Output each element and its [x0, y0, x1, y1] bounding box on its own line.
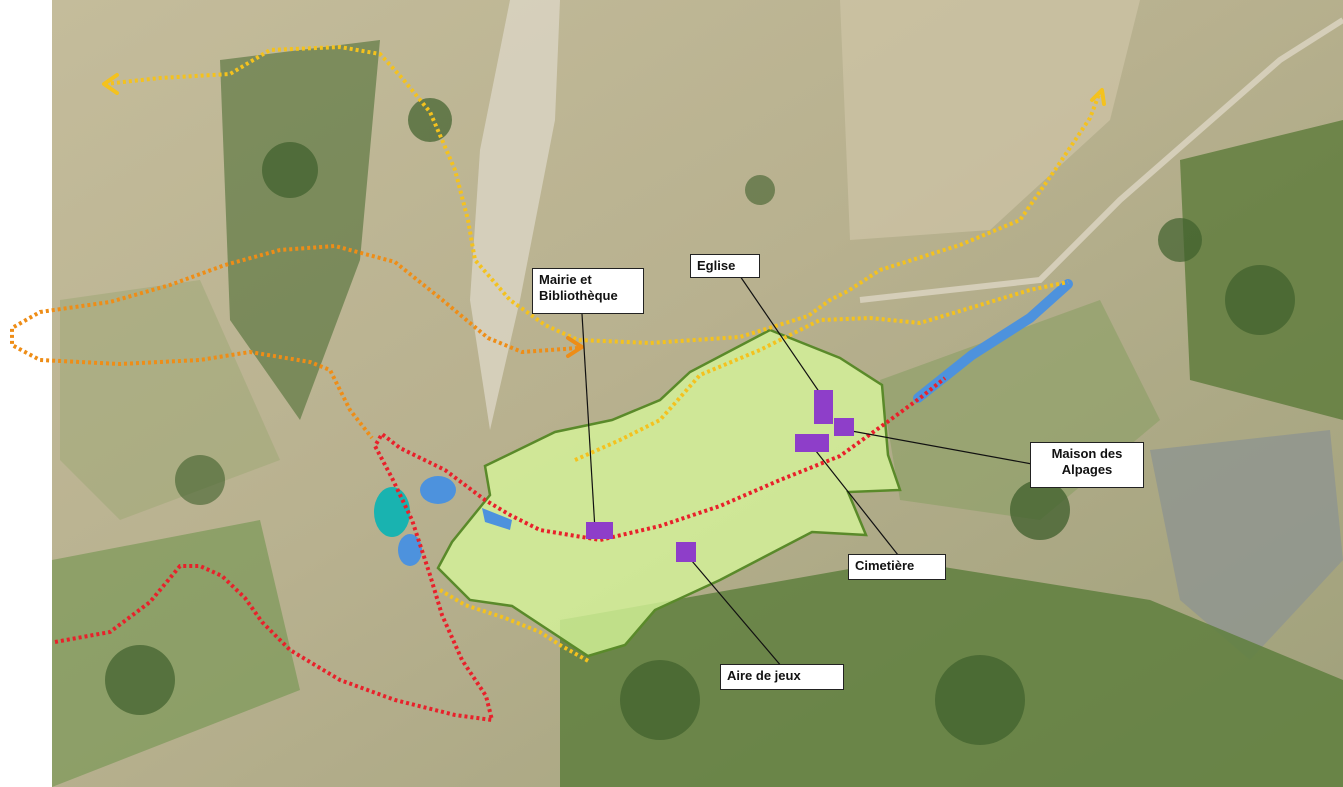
pond	[398, 534, 422, 566]
facility-eglise	[814, 390, 833, 424]
pond	[374, 487, 410, 537]
label-eglise: Eglise	[690, 254, 760, 278]
leader-line-aire	[685, 553, 783, 668]
label-cimetiere-text: Cimetière	[855, 558, 915, 573]
route-arrow-icon	[102, 73, 1106, 358]
pond	[420, 476, 456, 504]
orange-route	[10, 244, 579, 440]
road	[859, 17, 1343, 303]
village-zone	[436, 328, 902, 658]
leader-line-maison	[845, 429, 1033, 465]
label-mairie-bibliotheque: Mairie et Bibliothèque	[532, 268, 644, 314]
label-aire-text: Aire de jeux	[727, 668, 801, 683]
facility-cimetiere	[795, 434, 829, 452]
leader-line-eglise	[739, 275, 823, 397]
facility-mairie	[586, 522, 613, 539]
pond	[482, 508, 512, 530]
label-eglise-text: Eglise	[697, 258, 736, 273]
label-maison-line2: Alpages	[1061, 462, 1113, 477]
label-mairie-line2: Bibliothèque	[539, 288, 618, 303]
red-route	[54, 376, 947, 722]
label-mairie-line1: Mairie et	[539, 272, 592, 287]
leader-line-cimetiere	[811, 445, 899, 556]
label-maison-line1: Maison des	[1051, 446, 1123, 461]
terrain-texture	[52, 0, 1343, 787]
label-cimetiere: Cimetière	[848, 554, 946, 580]
leader-line-mairie	[581, 313, 596, 531]
facility-maison	[834, 418, 854, 436]
facility-aire	[676, 542, 696, 562]
label-maison-des-alpages: Maison des Alpages	[1030, 442, 1144, 488]
yellow-route-south	[438, 588, 591, 664]
stream	[913, 279, 1073, 403]
yellow-route-upper	[104, 45, 1102, 345]
label-aire-de-jeux: Aire de jeux	[720, 664, 844, 690]
yellow-route-lower	[574, 280, 1069, 462]
